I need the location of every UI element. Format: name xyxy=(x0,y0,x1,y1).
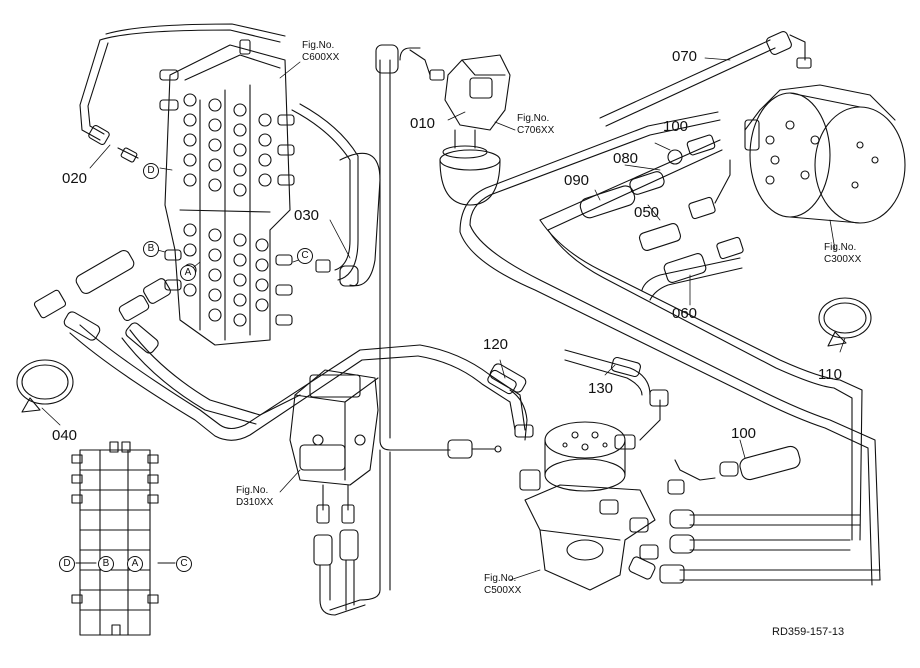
part-label-060: 060 xyxy=(672,305,698,322)
fig-ref-c300: Fig.No. C300XX xyxy=(824,242,861,266)
swivel-joint-c500 xyxy=(519,389,669,591)
hose-020 xyxy=(79,23,286,163)
accumulator-010 xyxy=(409,49,511,206)
fig-ref-c500: Fig.No. C500XX xyxy=(484,573,521,597)
part-label-010: 010 xyxy=(410,115,436,132)
part-label-070: 070 xyxy=(672,48,698,65)
schematic-marker-d: D xyxy=(59,556,75,572)
part-label-100-bottom: 100 xyxy=(731,425,757,442)
fig-ref-c600: Fig.No. C600XX xyxy=(302,40,339,64)
fittings-right xyxy=(579,134,744,283)
control-valve-assembly xyxy=(159,39,295,346)
fig-ref-d310-line1: Fig.No. xyxy=(236,485,269,496)
port-marker-d: D xyxy=(143,163,159,179)
long-hose-loops xyxy=(459,111,881,586)
part-label-040: 040 xyxy=(52,427,78,444)
left-hoses xyxy=(33,249,527,441)
fig-ref-c300-line1: Fig.No. xyxy=(824,242,857,253)
fig-ref-c300-line2: C300XX xyxy=(824,254,862,265)
fig-ref-c706-line2: C706XX xyxy=(517,125,555,136)
fig-ref-c600-line2: C600XX xyxy=(302,52,340,63)
part-label-130: 130 xyxy=(588,380,614,397)
port-marker-b: B xyxy=(143,241,159,257)
pilot-valve-d310 xyxy=(289,369,379,616)
part-label-110: 110 xyxy=(818,366,842,383)
schematic-marker-c: C xyxy=(176,556,192,572)
right-lower-fittings xyxy=(628,445,881,584)
port-marker-a: A xyxy=(180,265,196,281)
part-label-120: 120 xyxy=(483,336,509,353)
fig-ref-c706: Fig.No. C706XX xyxy=(517,113,554,137)
travel-motor xyxy=(744,84,906,224)
part-label-080: 080 xyxy=(613,150,639,167)
part-label-020: 020 xyxy=(62,170,88,187)
fig-ref-d310-line2: D310XX xyxy=(236,497,274,508)
part-label-100-top: 100 xyxy=(663,118,689,135)
schematic-marker-b: B xyxy=(98,556,114,572)
fig-ref-d310: Fig.No. D310XX xyxy=(236,485,273,509)
hose-130 xyxy=(564,349,651,396)
valve-schematic xyxy=(71,441,176,636)
part-label-050: 050 xyxy=(634,204,660,221)
part-label-030: 030 xyxy=(294,207,320,224)
clamp-040 xyxy=(16,359,74,413)
fig-ref-c706-line1: Fig.No. xyxy=(517,113,550,124)
drawing-number: RD359-157-13 xyxy=(772,626,845,638)
fig-ref-c600-line1: Fig.No. xyxy=(302,40,335,51)
schematic-marker-a: A xyxy=(127,556,143,572)
center-pipes xyxy=(329,44,502,611)
fig-ref-c500-line1: Fig.No. xyxy=(484,573,517,584)
port-marker-c: C xyxy=(297,248,313,264)
hose-120 xyxy=(487,369,534,441)
fig-ref-c500-line2: C500XX xyxy=(484,585,522,596)
leader-lines xyxy=(41,57,846,581)
hose-070 xyxy=(599,31,812,127)
part-label-090: 090 xyxy=(564,172,590,189)
